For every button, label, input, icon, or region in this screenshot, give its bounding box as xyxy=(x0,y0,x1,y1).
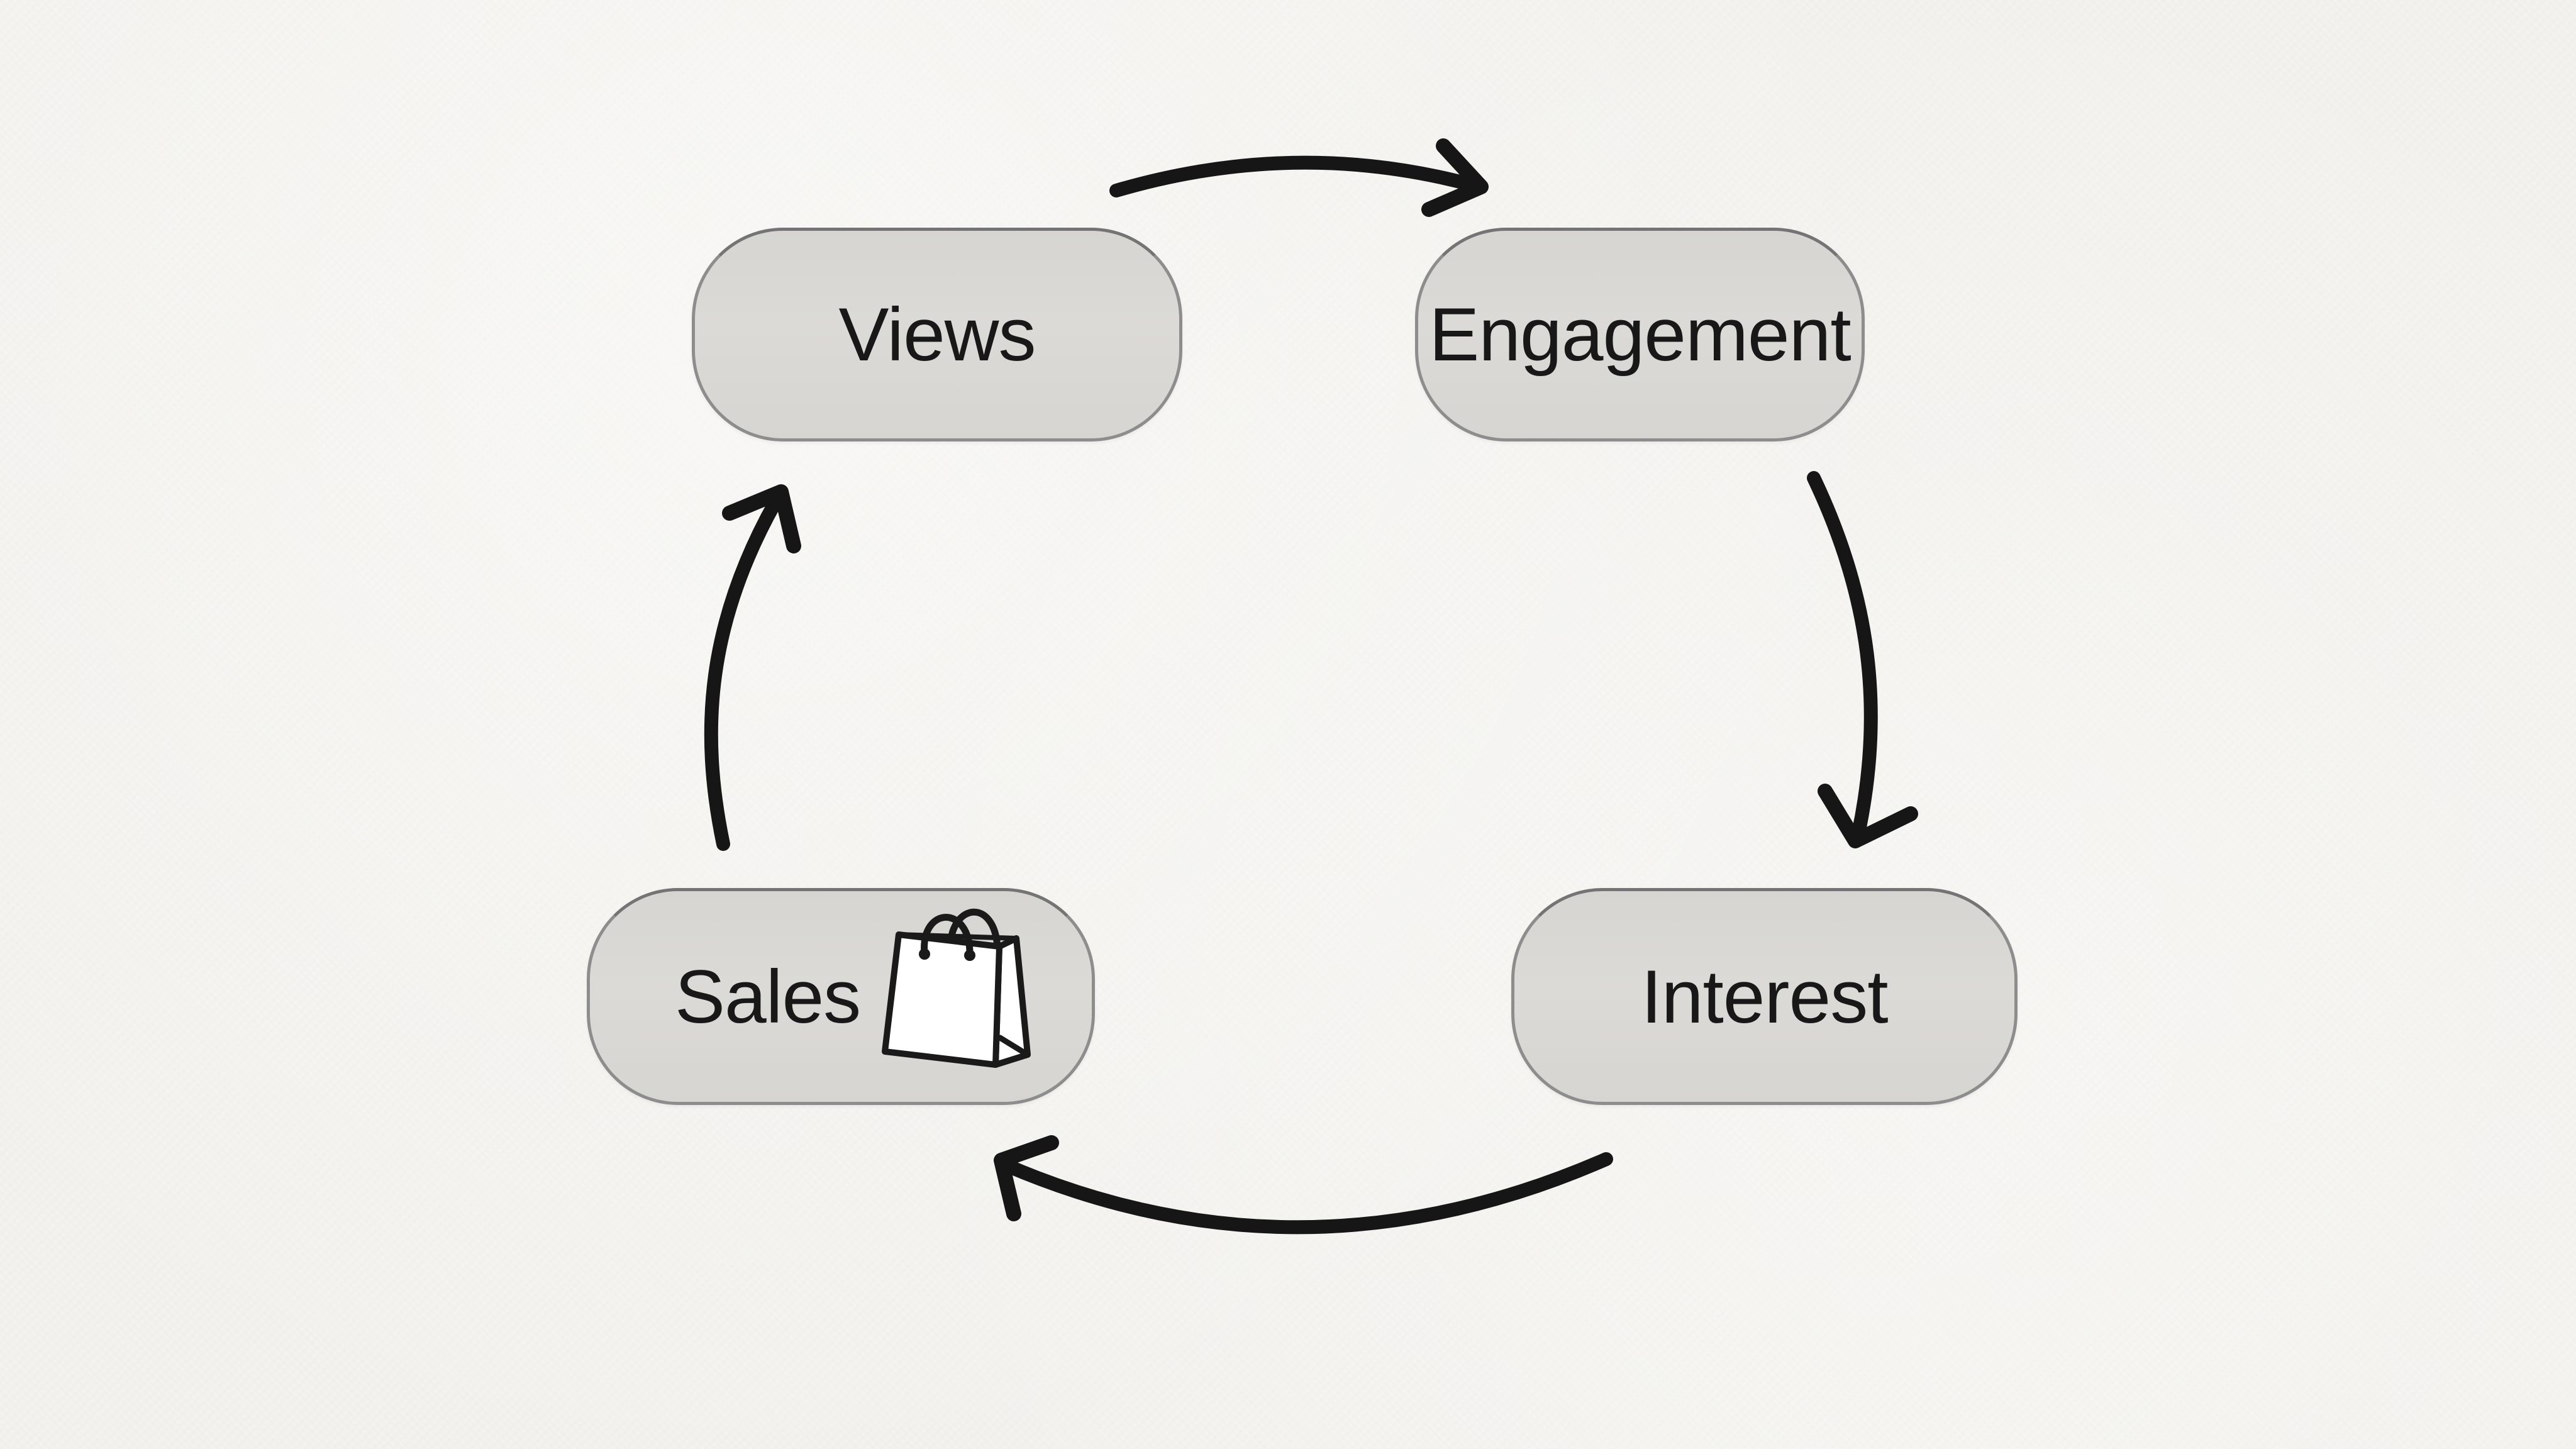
node-interest: Interest xyxy=(1511,888,2018,1105)
node-views-label: Views xyxy=(838,292,1036,377)
arrow-sales-to-views xyxy=(704,484,801,851)
arrow-engagement-to-interest xyxy=(1807,471,1918,848)
node-sales-label: Sales xyxy=(675,954,861,1039)
node-interest-label: Interest xyxy=(1641,954,1888,1039)
shopping-bag-icon xyxy=(882,908,1031,1068)
arrow-interest-to-sales xyxy=(994,1135,1613,1235)
node-sales: Sales xyxy=(587,888,1095,1105)
node-engagement-label: Engagement xyxy=(1429,292,1852,377)
node-views: Views xyxy=(692,228,1182,441)
node-engagement: Engagement xyxy=(1415,228,1865,441)
arrow-views-to-engagement xyxy=(1109,138,1489,217)
